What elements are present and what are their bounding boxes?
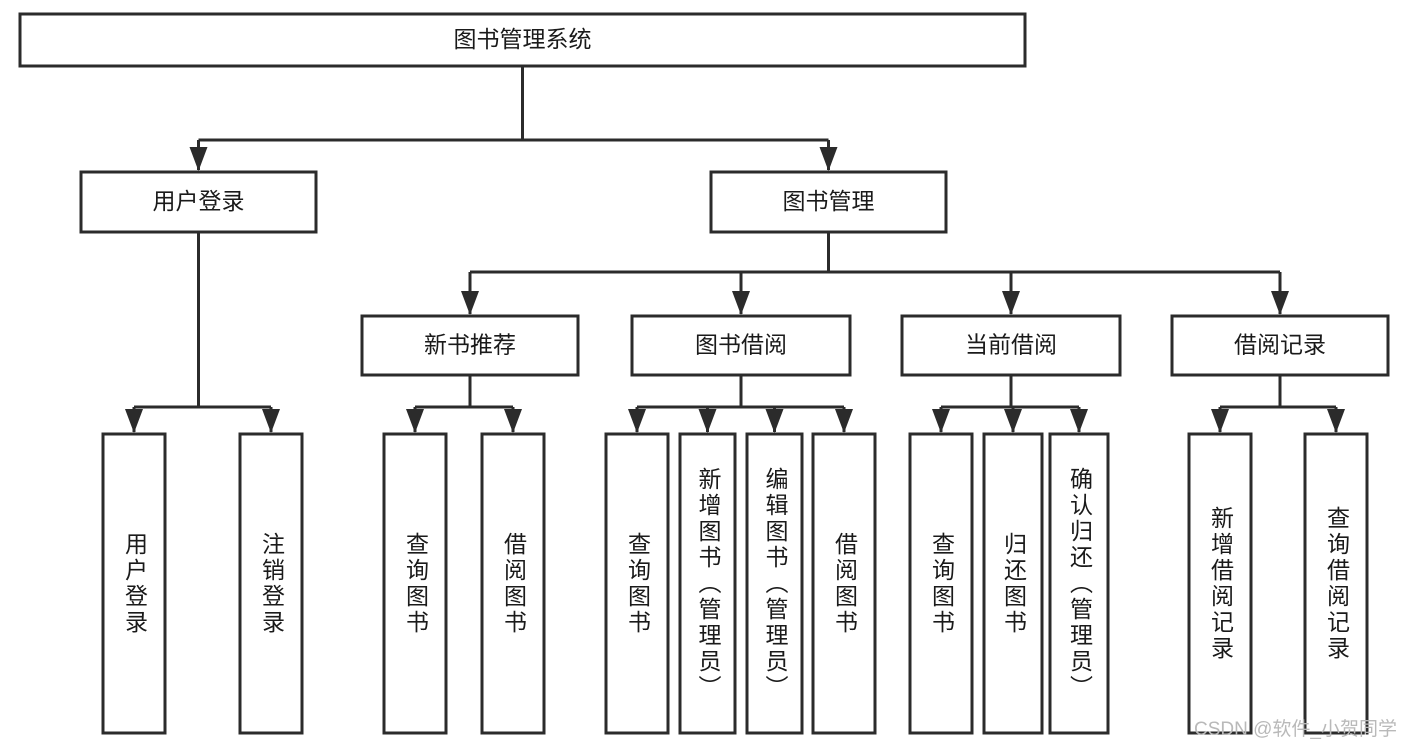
box-outline	[79, 170, 318, 234]
leaf-box-8[interactable]	[908, 432, 974, 735]
arrow-down-icon	[406, 409, 424, 433]
leaf-box-2[interactable]	[382, 432, 448, 735]
node-label: 图书管理系统	[454, 26, 592, 52]
leaf-box-10[interactable]	[1048, 432, 1110, 735]
arrow-down-icon	[189, 147, 208, 171]
node-label: 用户登录	[153, 188, 245, 214]
leaf-box-9[interactable]	[982, 432, 1044, 735]
arrow-down-icon	[1271, 291, 1289, 315]
node-label: 借阅记录	[1234, 332, 1326, 358]
arrow-down-icon	[125, 409, 143, 433]
node-label: 新书推荐	[424, 332, 516, 358]
leaf-box-1[interactable]	[238, 432, 304, 735]
leaf-box-0[interactable]	[101, 432, 167, 735]
arrow-down-icon	[932, 409, 950, 433]
arrow-down-icon	[1004, 409, 1022, 433]
arrow-down-icon	[1211, 409, 1229, 433]
box-outline	[908, 432, 974, 735]
leaf-box-4[interactable]	[604, 432, 670, 735]
arrow-down-icon	[819, 147, 838, 171]
box-outline	[1303, 432, 1369, 735]
node-label: 图书管理	[783, 188, 875, 214]
leaf-box-3[interactable]	[480, 432, 546, 735]
arrow-down-icon	[1070, 409, 1088, 433]
arrow-down-icon	[628, 409, 646, 433]
leaf-box-6[interactable]	[745, 432, 804, 735]
box-outline	[480, 432, 546, 735]
box-outline	[18, 12, 1027, 68]
arrow-down-icon	[765, 409, 784, 433]
arrow-down-icon	[698, 409, 717, 433]
box-outline	[630, 314, 852, 377]
box-outline	[678, 432, 737, 735]
box-outline	[982, 432, 1044, 735]
arrow-down-icon	[732, 291, 750, 315]
box-outline	[811, 432, 877, 735]
node-box-level3-1[interactable]: 图书借阅	[630, 314, 852, 377]
arrow-down-icon	[1002, 291, 1020, 315]
box-outline	[1170, 314, 1390, 377]
node-label: 当前借阅	[965, 332, 1057, 358]
node-label: 图书借阅	[695, 332, 787, 358]
leaf-box-11[interactable]	[1187, 432, 1253, 735]
node-box-root-0[interactable]: 图书管理系统	[18, 12, 1027, 68]
arrow-down-icon	[262, 409, 280, 433]
box-outline	[1048, 432, 1110, 735]
node-box-level3-3[interactable]: 借阅记录	[1170, 314, 1390, 377]
box-outline	[604, 432, 670, 735]
node-box-level3-2[interactable]: 当前借阅	[900, 314, 1122, 377]
box-outline	[900, 314, 1122, 377]
box-outline	[382, 432, 448, 735]
node-box-level2-1[interactable]: 图书管理	[709, 170, 948, 234]
box-outline	[360, 314, 580, 377]
box-outline	[101, 432, 167, 735]
watermark-text: CSDN @软件_小贺同学	[1194, 719, 1397, 740]
leaf-box-7[interactable]	[811, 432, 877, 735]
box-outline	[745, 432, 804, 735]
box-outline	[238, 432, 304, 735]
arrow-down-icon	[504, 409, 522, 433]
arrow-down-icon	[835, 409, 853, 433]
leaf-box-5[interactable]	[678, 432, 737, 735]
node-box-level2-0[interactable]: 用户登录	[79, 170, 318, 234]
arrow-down-icon	[461, 291, 479, 315]
arrow-down-icon	[1327, 409, 1345, 433]
node-box-level3-0[interactable]: 新书推荐	[360, 314, 580, 377]
leaf-box-12[interactable]	[1303, 432, 1369, 735]
box-outline	[709, 170, 948, 234]
box-outline	[1187, 432, 1253, 735]
